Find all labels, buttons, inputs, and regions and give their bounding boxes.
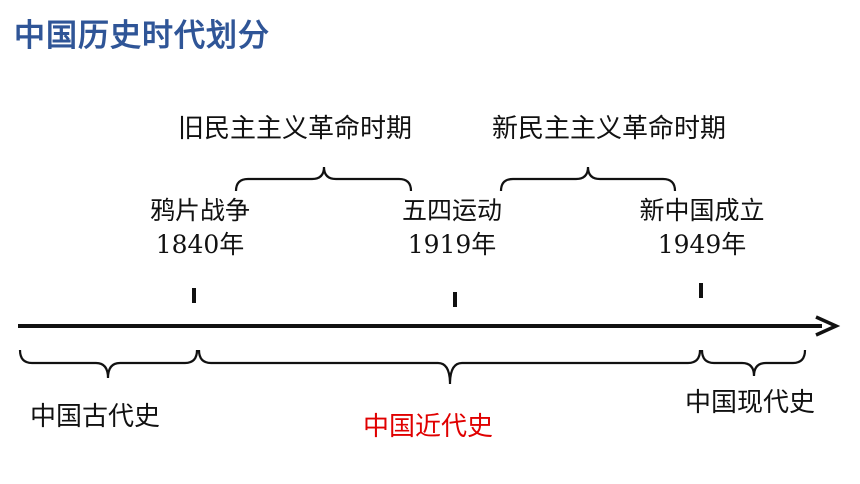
page-title: 中国历史时代划分 bbox=[14, 18, 270, 54]
event-year: 1840年 bbox=[155, 230, 245, 259]
modern-era-brace bbox=[197, 349, 702, 385]
event-name: 鸦片战争 bbox=[149, 196, 250, 225]
event-year: 1919年 bbox=[407, 230, 497, 259]
timeline-arrowhead bbox=[815, 315, 841, 337]
event-prc-founding: 新中国成立 1949年 bbox=[622, 194, 782, 262]
old-period-brace bbox=[234, 166, 413, 192]
event-year: 1949年 bbox=[657, 230, 747, 259]
ancient-era-brace bbox=[18, 349, 199, 379]
era-label-modern: 中国近代史 bbox=[363, 412, 494, 442]
new-period-brace bbox=[499, 166, 677, 192]
event-may-fourth: 五四运动 1919年 bbox=[382, 194, 522, 262]
period-label-new-democratic: 新民主主义革命时期 bbox=[492, 114, 727, 144]
event-name: 五四运动 bbox=[401, 196, 502, 225]
era-label-ancient: 中国古代史 bbox=[30, 402, 161, 432]
event-name: 新中国成立 bbox=[639, 196, 765, 225]
event-opium-war: 鸦片战争 1840年 bbox=[130, 194, 270, 262]
period-label-old-democratic: 旧民主主义革命时期 bbox=[178, 114, 413, 144]
era-label-contemporary: 中国现代史 bbox=[685, 388, 816, 418]
contemporary-era-brace bbox=[700, 349, 807, 377]
